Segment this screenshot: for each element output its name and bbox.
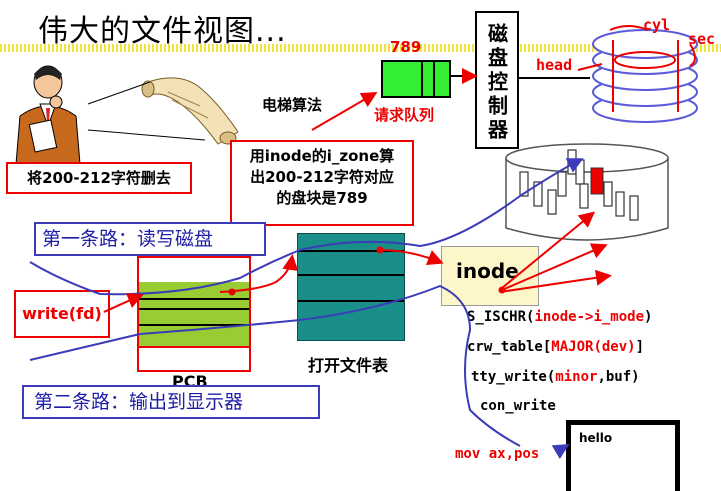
request-queue-label: 请求队列 [374, 106, 435, 124]
sec-label: sec [688, 30, 716, 48]
inode-label: inode [456, 259, 519, 283]
code-line-4-pre: con_write [480, 398, 556, 414]
cyl-label: cyl [643, 16, 671, 34]
code-line-2: crw_table[MAJOR(dev)] [467, 339, 644, 355]
code-line-1-arg: inode->i_mode [534, 309, 645, 325]
code-line-1: S_ISCHR(inode->i_mode) [467, 309, 652, 325]
code-line-4: con_write [480, 398, 556, 414]
inode-box: inode [441, 246, 539, 306]
path1-label: 第一条路：读写磁盘 [34, 222, 266, 256]
path2-label: 第二条路：输出到显示器 [22, 385, 320, 419]
inode-zone-note-line2: 出200-212字符对应 [250, 168, 394, 186]
inode-zone-note-line3: 的盘块是789 [276, 189, 368, 207]
disk-controller-label: 磁盘控制器 [484, 23, 509, 143]
mov-line: mov ax,pos [455, 446, 540, 462]
request-queue [381, 60, 451, 98]
elevator-algorithm-label: 电梯算法 [262, 96, 323, 114]
code-line-3-arg: minor [555, 369, 598, 385]
queue-number: 789 [390, 38, 422, 56]
code-line-1-pre: S_ISCHR( [467, 309, 535, 325]
code-line-3-post: ,buf) [597, 369, 640, 385]
code-line-3-pre: tty_write( [471, 369, 556, 385]
title-divider [0, 44, 721, 52]
disk-controller: 磁盘控制器 [475, 11, 519, 149]
head-label: head [536, 56, 573, 74]
open-file-table-label: 打开文件表 [308, 356, 389, 375]
delete-note: 将200-212字符删去 [6, 162, 192, 194]
write-fd-label: write(fd) [14, 290, 110, 338]
screen-text: hello [579, 431, 613, 445]
code-line-2-arg: MAJOR(dev) [551, 339, 636, 355]
code-line-1-post: ) [644, 309, 653, 325]
pcb-table [137, 256, 251, 372]
code-line-2-post: ] [635, 339, 645, 355]
code-line-3: tty_write(minor,buf) [471, 369, 640, 385]
code-line-2-pre: crw_table[ [467, 339, 552, 355]
page-title: 伟大的文件视图... [38, 14, 287, 49]
monitor-icon: hello [566, 420, 680, 491]
open-file-table [297, 233, 405, 341]
inode-zone-note-line1: 用inode的i_zone算 [249, 147, 395, 165]
inode-zone-note: 用inode的i_zone算 出200-212字符对应 的盘块是789 [230, 140, 414, 226]
